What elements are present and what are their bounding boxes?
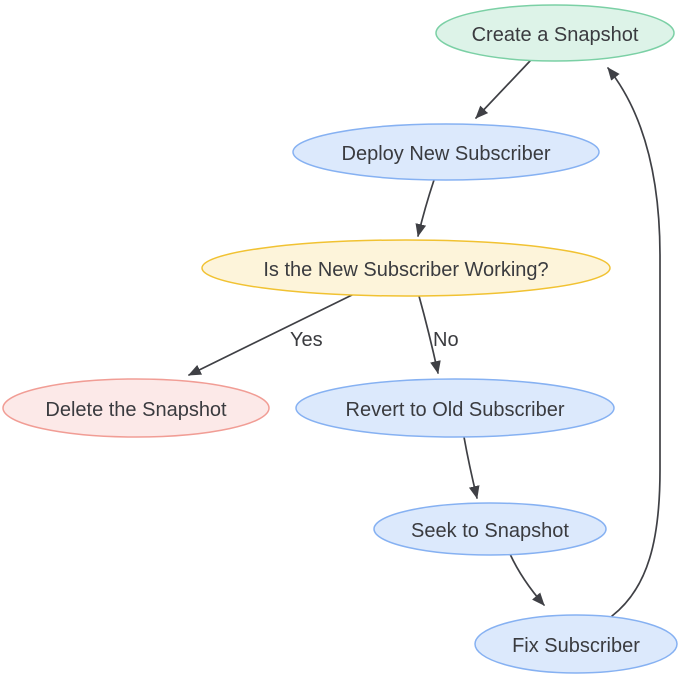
node-label-seek-to-snapshot: Seek to Snapshot: [411, 520, 569, 542]
edge-labels: Yes No: [290, 329, 459, 351]
node-fix-subscriber: [474, 614, 678, 674]
node-label-deploy-new-subscriber: Deploy New Subscriber: [342, 143, 551, 165]
node-label-is-new-subscriber-working: Is the New Subscriber Working?: [263, 259, 548, 281]
edge-revert-to-seek: [463, 436, 480, 500]
edge-deploy-to-is-working: [415, 179, 435, 238]
edge-label-no: No: [433, 329, 459, 351]
edge-create-snapshot-to-deploy: [475, 60, 531, 119]
edge-label-yes: Yes: [290, 329, 323, 351]
node-label-fix-subscriber: Fix Subscriber: [512, 635, 640, 657]
node-label-delete-the-snapshot: Delete the Snapshot: [45, 399, 227, 421]
node-delete-the-snapshot: [2, 378, 270, 438]
edges: [188, 60, 661, 617]
node-seek-to-snapshot: [373, 502, 607, 556]
node-create-a-snapshot: [435, 4, 675, 62]
node-revert-to-old-subscriber: [295, 378, 615, 438]
edge-seek-to-fix: [509, 553, 545, 606]
node-label-revert-to-old-subscriber: Revert to Old Subscriber: [346, 399, 565, 421]
edge-is-working-no-to-revert: [418, 295, 441, 375]
edge-is-working-yes-to-delete: [188, 294, 353, 376]
node-label-create-a-snapshot: Create a Snapshot: [472, 24, 639, 46]
edge-fix-back-to-create: [607, 67, 661, 617]
node-deploy-new-subscriber: [292, 123, 600, 181]
node-is-new-subscriber-working: [201, 239, 611, 297]
nodes: [2, 4, 678, 674]
node-labels: Create a Snapshot Deploy New Subscriber …: [45, 24, 640, 657]
